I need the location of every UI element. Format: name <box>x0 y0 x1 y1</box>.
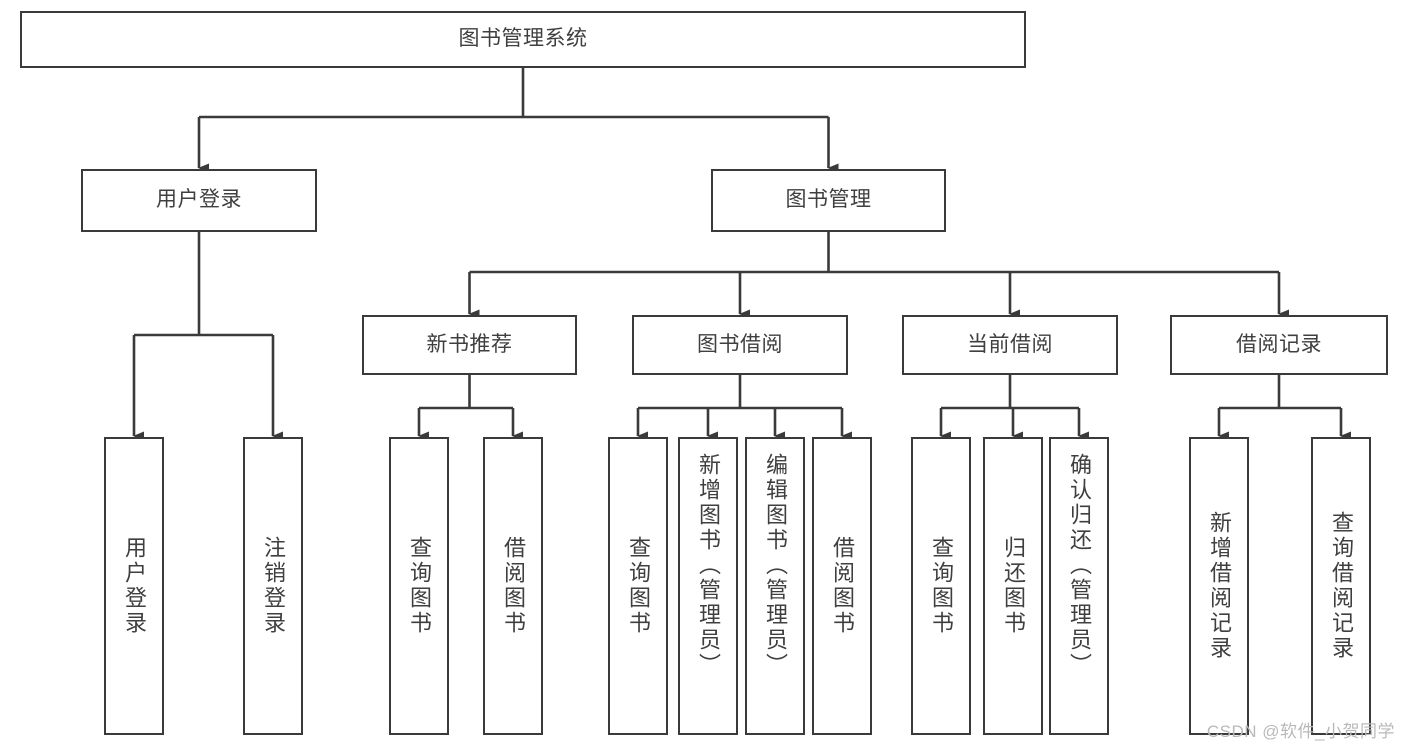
leaf-user-login[interactable]: 用户登录 <box>104 437 164 735</box>
leaf-edit-book-admin-label: 编辑图书（管理员） <box>763 453 788 678</box>
node-current-borrow[interactable]: 当前借阅 <box>902 315 1118 375</box>
leaf-user-login-label: 用户登录 <box>122 536 147 636</box>
leaf-add-borrow-record[interactable]: 新增借阅记录 <box>1189 437 1249 735</box>
leaf-borrow-book-recommend[interactable]: 借阅图书 <box>483 437 543 735</box>
node-book-borrow-label: 图书借阅 <box>697 332 783 356</box>
node-user-login[interactable]: 用户登录 <box>81 169 317 232</box>
node-current-borrow-label: 当前借阅 <box>967 332 1053 356</box>
leaf-query-book-recommend-label: 查询图书 <box>407 536 432 636</box>
node-book-manage-label: 图书管理 <box>785 188 872 212</box>
leaf-query-borrow-record[interactable]: 查询借阅记录 <box>1311 437 1371 735</box>
leaf-add-borrow-record-label: 新增借阅记录 <box>1207 511 1232 661</box>
leaf-edit-book-admin[interactable]: 编辑图书（管理员） <box>745 437 805 735</box>
leaf-return-book-label: 归还图书 <box>1001 536 1026 636</box>
watermark-csdn: CSDN @软件_小贺同学 <box>1206 722 1395 741</box>
node-borrow-record[interactable]: 借阅记录 <box>1170 315 1388 375</box>
leaf-borrow-book[interactable]: 借阅图书 <box>812 437 872 735</box>
node-borrow-record-label: 借阅记录 <box>1236 332 1322 356</box>
node-root-label: 图书管理系统 <box>458 27 588 51</box>
leaf-query-book-recommend[interactable]: 查询图书 <box>389 437 449 735</box>
node-book-borrow[interactable]: 图书借阅 <box>632 315 848 375</box>
node-user-login-label: 用户登录 <box>156 188 242 212</box>
leaf-confirm-return-admin-label: 确认归还（管理员） <box>1067 453 1092 678</box>
leaf-borrow-book-recommend-label: 借阅图书 <box>501 536 526 636</box>
leaf-query-book[interactable]: 查询图书 <box>608 437 668 735</box>
leaf-query-book-label: 查询图书 <box>626 536 651 636</box>
node-new-book-recommend[interactable]: 新书推荐 <box>362 315 577 375</box>
leaf-query-book-current-label: 查询图书 <box>929 536 954 636</box>
leaf-borrow-book-label: 借阅图书 <box>830 536 855 636</box>
leaf-add-book-admin-label: 新增图书（管理员） <box>696 453 721 678</box>
leaf-return-book[interactable]: 归还图书 <box>983 437 1043 735</box>
leaf-user-logout-label: 注销登录 <box>261 536 286 636</box>
leaf-query-borrow-record-label: 查询借阅记录 <box>1329 511 1354 661</box>
node-new-book-recommend-label: 新书推荐 <box>426 332 513 356</box>
leaf-user-logout[interactable]: 注销登录 <box>243 437 303 735</box>
leaf-add-book-admin[interactable]: 新增图书（管理员） <box>678 437 738 735</box>
node-book-manage[interactable]: 图书管理 <box>711 169 946 232</box>
leaf-query-book-current[interactable]: 查询图书 <box>911 437 971 735</box>
node-root[interactable]: 图书管理系统 <box>20 11 1026 68</box>
leaf-confirm-return-admin[interactable]: 确认归还（管理员） <box>1049 437 1109 735</box>
